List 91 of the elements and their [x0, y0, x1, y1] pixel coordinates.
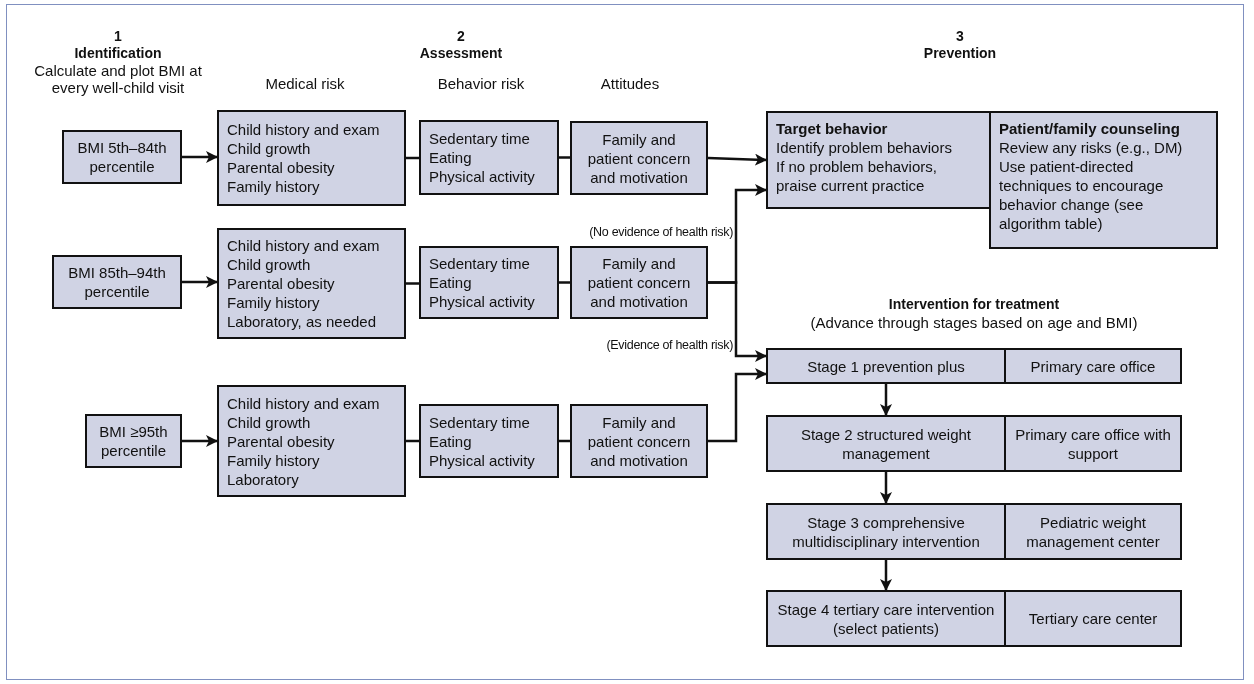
arrow [707, 153, 767, 166]
box-text: Review any risks (e.g., DM) [999, 138, 1184, 157]
arrow [880, 384, 892, 416]
box-text: Use patient-directed techniques to encourage behavior change (see algorithm table) [999, 157, 1165, 233]
box-heading: Patient/family counseling [999, 119, 1181, 138]
process-box [419, 120, 559, 195]
box-text: Primary care office with support [1014, 424, 1172, 463]
box-text: Child growth [227, 412, 312, 432]
process-box [766, 415, 1006, 472]
box-text: Tertiary care center [1027, 609, 1159, 628]
process-box [1004, 348, 1182, 384]
process-box [217, 110, 406, 206]
box-text: Eating [429, 273, 473, 292]
section-heading: 2 [456, 28, 466, 45]
process-box [570, 121, 708, 195]
arrow [880, 472, 892, 504]
box-text: If no problem behaviors, praise current practice [776, 157, 938, 195]
process-box [52, 255, 182, 309]
box-text: Sedentary time [429, 129, 531, 148]
edge-label: (No evidence of health risk) [589, 225, 733, 239]
box-text: Child history and exam [227, 236, 381, 255]
box-text: Eating [429, 431, 473, 451]
process-box [989, 111, 1218, 249]
section-heading: 3 [955, 28, 965, 45]
box-text: Physical activity [429, 292, 536, 311]
edge-label: (Evidence of health risk) [606, 338, 733, 352]
box-text: Stage 1 prevention plus [806, 356, 966, 376]
connector-line [559, 281, 570, 284]
header-text: Attitudes [599, 75, 661, 92]
header-text: Behavior risk [436, 75, 526, 92]
section-heading: 1 [113, 28, 123, 45]
box-text: Child history and exam [227, 120, 381, 139]
process-box [766, 503, 1006, 560]
box-text: Pediatric weight management center [1025, 512, 1161, 551]
box-text: Stage 4 tertiary care intervention (select patients) [776, 599, 996, 638]
arrow [708, 368, 767, 443]
process-box [419, 404, 559, 478]
box-text: BMI ≥95th percentile [98, 422, 169, 460]
box-text: Family history [227, 450, 321, 470]
box-text: Child history and exam [227, 393, 381, 413]
process-box [1004, 590, 1182, 647]
connector-line [559, 156, 570, 159]
section-heading: Intervention for treatment [887, 296, 1061, 313]
box-text: Laboratory [227, 469, 300, 489]
box-text: Identify problem behaviors [776, 138, 953, 157]
process-box [419, 246, 559, 319]
process-box [766, 590, 1006, 647]
process-box [766, 348, 1006, 384]
box-text: Physical activity [429, 167, 536, 186]
box-text: Parental obesity [227, 431, 336, 451]
box-text: Stage 3 comprehensive multidisciplinary intervention [791, 512, 981, 551]
section-heading: Assessment [418, 45, 504, 62]
box-text: Eating [429, 148, 473, 167]
process-box [570, 246, 708, 319]
arrow [182, 435, 218, 447]
process-box [570, 404, 708, 478]
arrow [182, 151, 218, 163]
box-text: Stage 2 structured weight management [799, 424, 973, 463]
arrow [708, 281, 767, 362]
arrow [880, 560, 892, 591]
box-text: Family history [227, 293, 321, 312]
arrow [182, 276, 218, 288]
header-text: Medical risk [264, 75, 346, 92]
box-text: Parental obesity [227, 274, 336, 293]
header-text: (Advance through stages based on age and BMI) [809, 314, 1139, 331]
box-text: Physical activity [429, 450, 536, 470]
section-heading: Identification [73, 45, 163, 62]
process-box [1004, 503, 1182, 560]
box-text: Sedentary time [429, 254, 531, 273]
box-text: Child growth [227, 255, 312, 274]
box-text: BMI 5th–84th percentile [76, 138, 168, 176]
process-box [766, 111, 991, 209]
process-box [1004, 415, 1182, 472]
connector-line [406, 282, 419, 285]
box-text: Family and patient concern and motivation [586, 129, 692, 187]
box-text: Family history [227, 177, 321, 196]
box-text: Laboratory, as needed [227, 312, 377, 331]
box-heading: Target behavior [776, 119, 889, 138]
box-text: BMI 85th–94th percentile [67, 263, 167, 301]
section-heading: Prevention [922, 45, 998, 62]
box-text: Family and patient concern and motivation [586, 412, 692, 470]
process-box [62, 130, 182, 184]
process-box [217, 228, 406, 339]
box-text: Parental obesity [227, 158, 336, 177]
box-text: Child growth [227, 139, 312, 158]
process-box [85, 414, 182, 468]
box-text: Family and patient concern and motivation [586, 254, 692, 311]
header-text: Calculate and plot BMI at every well-child visit [33, 62, 203, 96]
box-text: Primary care office [1029, 356, 1157, 376]
process-box [217, 385, 406, 497]
box-text: Sedentary time [429, 412, 531, 432]
